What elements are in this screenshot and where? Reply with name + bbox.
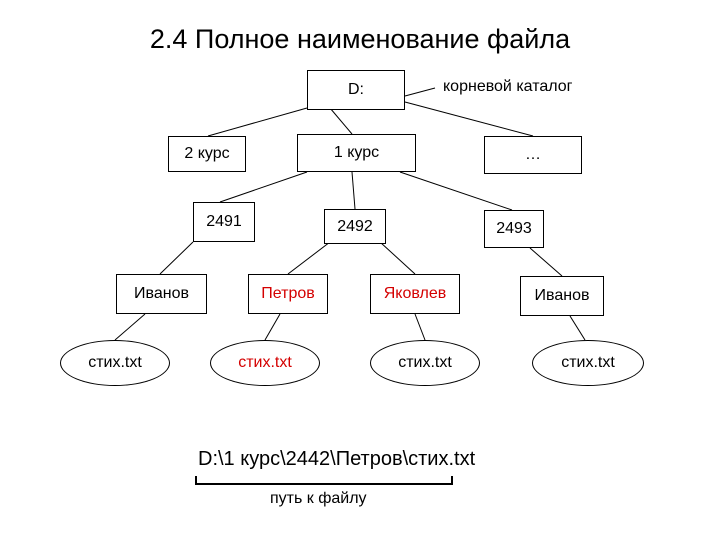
edge-root-1kurs — [329, 107, 353, 135]
edge-2493-ivanov — [529, 247, 563, 277]
edge-1kurs-2491 — [219, 171, 308, 203]
edge-root-2kurs — [207, 107, 308, 137]
caption-pointer — [404, 87, 436, 97]
file-node-3-label: стих.txt — [398, 354, 452, 371]
node-yakovlev: Яковлев — [370, 274, 460, 314]
node-2-kurs-label: 2 курс — [184, 145, 230, 162]
edge-root-dots — [404, 101, 534, 137]
node-1-kurs: 1 курс — [297, 134, 416, 172]
node-2493: 2493 — [484, 210, 544, 248]
edge-2492-petrov — [287, 241, 331, 275]
node-ivanov-1-label: Иванов — [134, 285, 189, 302]
node-2-kurs: 2 курс — [168, 136, 246, 172]
edge-yakovlev-file — [414, 313, 426, 341]
node-ellipsis-label: … — [525, 146, 541, 163]
node-2491-label: 2491 — [206, 213, 242, 230]
node-ivanov-2-label: Иванов — [534, 287, 590, 304]
node-1-kurs-label: 1 курс — [333, 144, 380, 161]
file-node-2: стих.txt — [210, 340, 320, 386]
file-node-1: стих.txt — [60, 340, 170, 386]
node-2492-label: 2492 — [337, 217, 373, 235]
edge-1kurs-2493 — [399, 171, 513, 211]
file-node-4-label: стих.txt — [561, 354, 615, 371]
slide-title: 2.4 Полное наименование файла — [149, 24, 571, 54]
file-node-1-label: стих.txt — [88, 354, 142, 371]
root-node: D: — [307, 70, 405, 110]
full-path: D:\1 курс\2442\Петров\стих.txt — [198, 448, 476, 470]
node-2492: 2492 — [324, 209, 386, 244]
path-caption: путь к файлу — [270, 490, 367, 507]
root-caption: корневой каталог — [443, 78, 573, 95]
edge-2491-ivanov — [159, 241, 194, 275]
node-ivanov-1: Иванов — [116, 274, 207, 314]
node-petrov-label: Петров — [261, 285, 315, 302]
node-yakovlev-label: Яковлев — [383, 285, 447, 302]
file-node-4: стих.txt — [532, 340, 644, 386]
node-petrov: Петров — [248, 274, 328, 314]
node-2491: 2491 — [193, 202, 255, 242]
root-label: D: — [348, 81, 364, 98]
path-bracket — [195, 476, 453, 485]
node-ellipsis: … — [484, 136, 582, 174]
node-2493-label: 2493 — [496, 220, 532, 237]
edge-ivanov-file — [114, 313, 146, 341]
edge-1kurs-2492 — [351, 171, 356, 210]
node-ivanov-2: Иванов — [520, 276, 604, 316]
edge-2492-yakovlev — [379, 241, 416, 275]
file-node-3: стих.txt — [370, 340, 480, 386]
edge-petrov-file — [264, 313, 281, 341]
file-node-2-label: стих.txt — [238, 354, 292, 371]
edge-ivanov2-file — [569, 315, 586, 341]
